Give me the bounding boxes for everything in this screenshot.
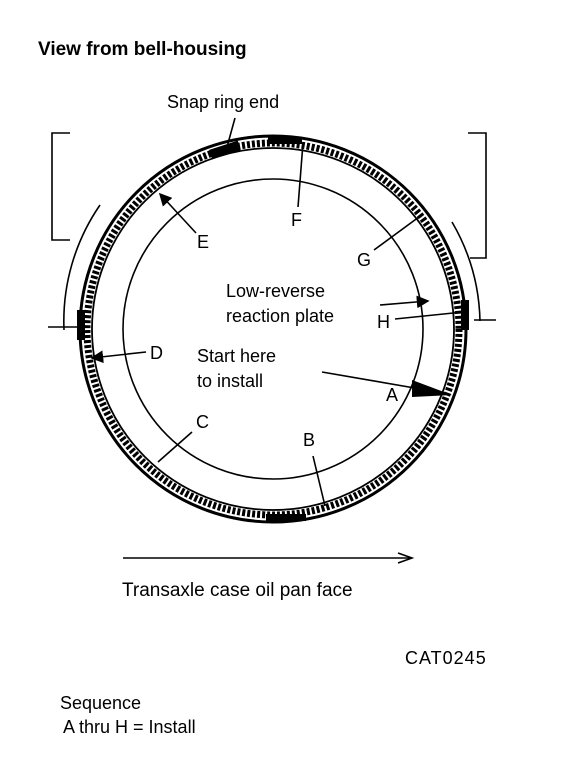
point-e: E	[197, 232, 209, 252]
point-b: B	[303, 430, 315, 450]
right-bracket	[468, 132, 487, 259]
point-h: H	[377, 312, 390, 332]
reaction-plate-circle	[122, 178, 424, 480]
leader-h	[394, 311, 464, 320]
figure-code: CAT0245	[405, 648, 487, 668]
bottom-tab	[266, 514, 306, 521]
leader-f	[297, 142, 304, 208]
inner-ring-edge	[91, 147, 455, 511]
sequence-title: Sequence	[60, 693, 141, 713]
leader-e	[158, 192, 197, 234]
sequence-text: A thru H = Install	[63, 717, 196, 737]
snap-ring-leader	[226, 117, 236, 148]
right-tab	[461, 300, 469, 330]
snap-ring-band	[83, 139, 463, 519]
snap-ring-end-tab	[209, 140, 241, 160]
case-face-arrowhead	[397, 552, 415, 564]
title-text: View from bell-housing	[38, 39, 247, 60]
point-c: C	[196, 412, 209, 432]
start-arrowhead	[412, 380, 452, 397]
case-face-label: Transaxle case oil pan face	[122, 580, 353, 601]
reaction-plate-label-1: Low-reverse	[226, 281, 325, 301]
top-tab	[268, 137, 302, 144]
point-g: G	[357, 250, 371, 270]
left-bracket	[51, 132, 70, 241]
leader-b	[312, 455, 326, 507]
leader-d	[90, 350, 147, 364]
leader-c	[157, 431, 193, 463]
point-a: A	[386, 385, 398, 405]
reaction-plate-label-2: reaction plate	[226, 306, 334, 326]
leader-g	[373, 213, 424, 251]
outer-ring-edge	[78, 134, 468, 524]
start-label-2: to install	[197, 371, 263, 391]
point-d: D	[150, 343, 163, 363]
start-label-1: Start here	[197, 346, 276, 366]
left-arc	[63, 204, 101, 331]
point-f: F	[291, 210, 302, 230]
snap-ring-label: Snap ring end	[167, 92, 279, 112]
left-tab	[77, 310, 85, 340]
leader-reaction-plate	[379, 295, 430, 309]
right-arc	[451, 221, 481, 322]
